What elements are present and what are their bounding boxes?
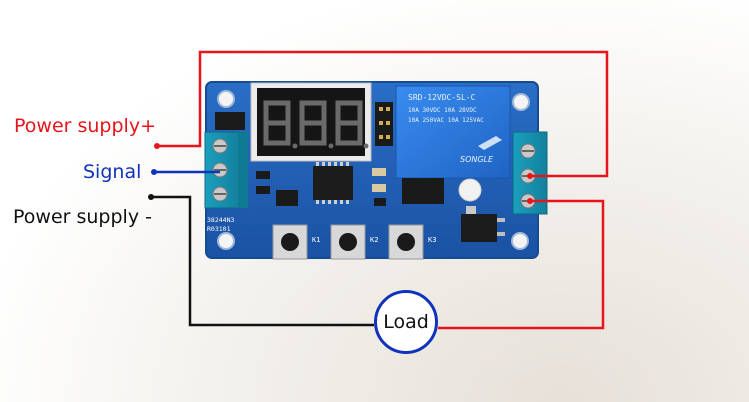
button-label: K2 [370,236,378,244]
relay: SRD-12VDC-SL-C 10A 30VDC 10A 28VDC 10A 2… [395,85,511,179]
transistor [461,206,505,242]
microcontroller-chip [313,162,353,204]
pcb-code-text: 38244N3 [207,216,234,224]
power-supply-plus-label: Power supply+ [14,115,156,137]
mounting-hole [511,232,529,250]
button-k1: K1 [272,224,320,260]
load-circle: Load [374,290,438,354]
mounting-hole [217,90,235,108]
mounting-hole [512,93,530,111]
signal-label: Signal [83,161,142,183]
button-label: K3 [428,236,436,244]
button-k3: K3 [388,224,436,260]
led [458,178,482,202]
load-wire [438,199,605,330]
relay-model-text: SRD-12VDC-SL-C [408,93,476,102]
power-plus-wire [158,50,609,178]
power-supply-minus-label: Power supply - [13,206,152,228]
input-terminal-block [204,131,248,209]
pin-header [375,102,393,146]
relay-brand-text: SONGLE [460,155,494,164]
mounting-hole [217,232,235,250]
seven-segment-display [250,82,372,162]
power-minus-wire [152,195,374,327]
pcb-code-text: R03101 [207,225,231,233]
button-k2: K2 [330,224,378,260]
load-label: Load [383,311,429,333]
relay-rating-text: 10A 250VAC 10A 125VAC [408,117,484,124]
relay-rating-text: 10A 30VDC 10A 28VDC [408,107,477,114]
relay-module-board: SRD-12VDC-SL-C 10A 30VDC 10A 28VDC 10A 2… [204,81,548,260]
button-label: K1 [312,236,320,244]
